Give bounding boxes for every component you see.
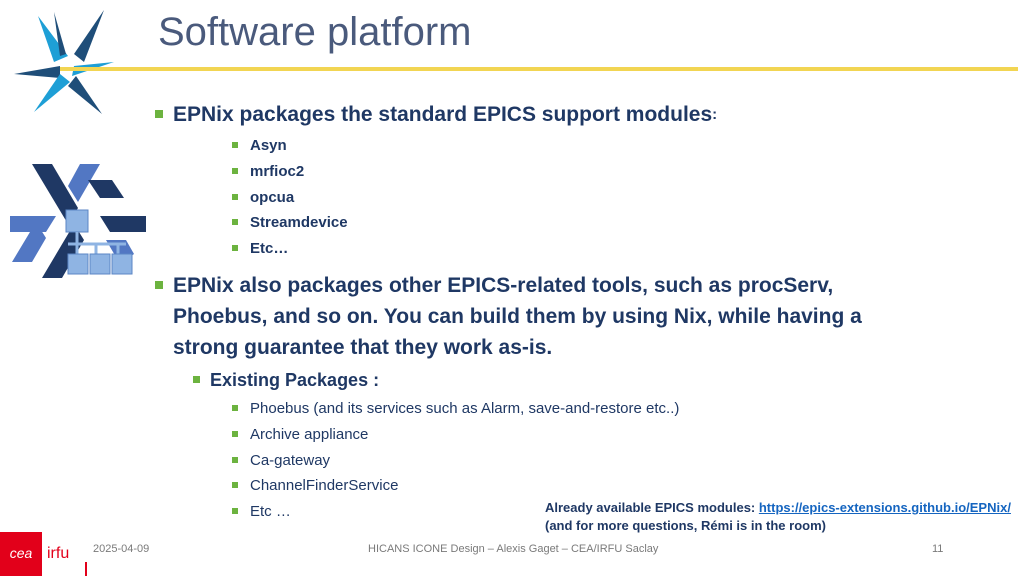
section2-heading: EPNix also packages other EPICS-related … — [155, 270, 862, 363]
list-item: Ca-gateway — [232, 451, 330, 471]
page-title: Software platform — [158, 10, 472, 54]
title-underline — [60, 67, 1018, 71]
bullet-icon — [232, 482, 238, 488]
footer-date: 2025-04-09 — [93, 543, 150, 555]
bullet-icon — [232, 431, 238, 437]
bullet-icon — [232, 457, 238, 463]
list-item: Phoebus (and its services such as Alarm,… — [232, 399, 679, 419]
irfu-logo-text: irfu — [47, 545, 69, 562]
bullet-icon — [155, 110, 163, 118]
bullet-icon — [232, 168, 238, 174]
page-number: 11 — [932, 543, 944, 555]
modules-note: Already available EPICS modules: https:/… — [545, 500, 1011, 533]
bullet-icon — [232, 245, 238, 251]
cea-irfu-logo-icon: cea irfu — [0, 532, 87, 576]
bullet-icon — [155, 281, 163, 289]
bullet-icon — [232, 219, 238, 225]
list-item: Etc… — [232, 239, 288, 259]
section1-heading: EPNix packages the standard EPICS suppor… — [155, 99, 717, 130]
list-item: mrfioc2 — [232, 162, 304, 182]
epnix-link[interactable]: https://epics-extensions.github.io/EPNix… — [758, 500, 1011, 515]
list-item: Asyn — [232, 136, 287, 156]
bullet-icon — [232, 194, 238, 200]
bullet-icon — [232, 508, 238, 514]
list-item: Streamdevice — [232, 213, 348, 233]
bullet-icon — [232, 405, 238, 411]
nix-snowflake-icon — [10, 164, 146, 278]
bullet-icon — [232, 142, 238, 148]
list-item: Archive appliance — [232, 425, 368, 445]
cea-logo-text: cea — [10, 545, 33, 561]
list-item: Etc … — [232, 502, 291, 522]
list-item: ChannelFinderService — [232, 476, 398, 496]
list-item: opcua — [232, 188, 294, 208]
icone-logo-icon — [14, 10, 114, 114]
section2-subheading: Existing Packages : — [193, 368, 379, 392]
bullet-icon — [193, 376, 200, 383]
footer-center: HICANS ICONE Design – Alexis Gaget – CEA… — [368, 543, 659, 555]
